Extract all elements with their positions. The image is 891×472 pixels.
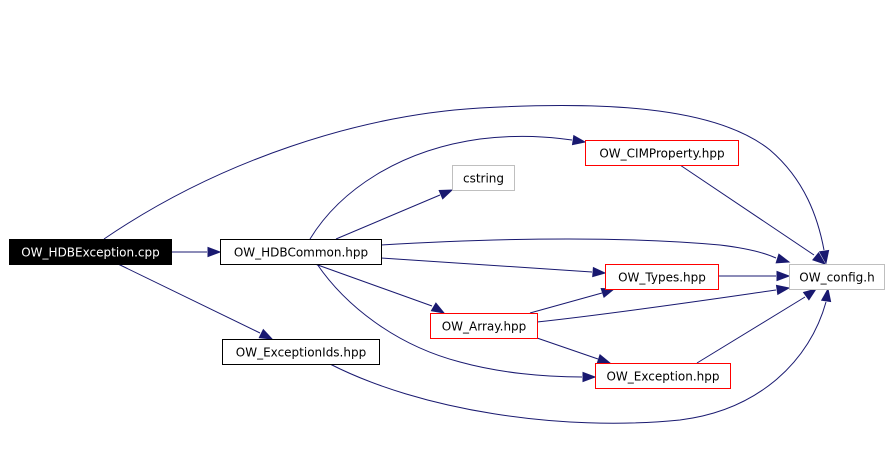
edge-exception-hpp-to-config-h <box>696 288 818 364</box>
node-label: OW_Types.hpp <box>618 271 706 285</box>
edge-exceptionids-hpp-to-config-h <box>329 287 832 424</box>
node-box <box>585 140 739 166</box>
node-label: OW_ExceptionIds.hpp <box>236 346 366 360</box>
node-label: OW_config.h <box>799 271 874 285</box>
node-types-hpp[interactable]: OW_Types.hpp <box>605 264 719 290</box>
edge-hdbcommon-hpp-to-array-hpp <box>314 263 446 314</box>
edge-line <box>314 263 433 307</box>
arrowhead-icon <box>776 270 791 282</box>
edge-hdbcommon-hpp-to-types-hpp <box>380 257 607 278</box>
edge-line <box>309 135 573 240</box>
edge-hdbexception-cpp-to-hdbcommon-hpp <box>171 246 222 258</box>
edge-hdbcommon-hpp-to-exception-hpp <box>316 263 597 383</box>
arrowhead-icon <box>430 302 446 314</box>
edge-line <box>316 263 583 378</box>
node-label: OW_CIMProperty.hpp <box>599 147 724 161</box>
edge-array-hpp-to-exception-hpp <box>536 337 612 365</box>
arrowhead-icon <box>592 266 607 278</box>
node-box <box>595 363 731 389</box>
edge-hdbcommon-hpp-to-cstring <box>335 189 454 240</box>
arrowhead-icon <box>571 134 587 146</box>
arrowhead-icon <box>258 328 274 340</box>
edge-line <box>329 301 827 424</box>
node-exceptionids-hpp[interactable]: OW_ExceptionIds.hpp <box>222 339 380 365</box>
node-config-h[interactable]: OW_config.h <box>789 264 885 290</box>
arrowhead-icon <box>820 287 832 303</box>
node-array-hpp[interactable]: OW_Array.hpp <box>430 313 538 339</box>
node-hdbcommon-hpp[interactable]: OW_HDBCommon.hpp <box>220 239 382 265</box>
edge-line <box>335 194 441 240</box>
node-box <box>220 239 382 265</box>
edge-line <box>529 292 603 314</box>
edge-cimproperty-hpp-to-config-h <box>679 164 827 265</box>
edge-line <box>536 337 599 360</box>
node-cstring[interactable]: cstring <box>452 165 515 191</box>
edge-line <box>380 257 593 273</box>
node-label: cstring <box>463 172 504 186</box>
edge-line <box>696 296 806 364</box>
arrowhead-icon <box>438 189 454 200</box>
arrowhead-icon <box>775 253 791 264</box>
node-label: OW_Exception.hpp <box>606 370 719 384</box>
arrowhead-icon <box>802 288 818 301</box>
nodes-layer: OW_HDBException.cpp OW_HDBCommon.hppOW_Ex… <box>9 140 885 389</box>
node-box <box>789 264 885 290</box>
edge-hdbexception-cpp-to-config-h <box>103 104 830 265</box>
arrowhead-icon <box>812 252 827 265</box>
edge-hdbcommon-hpp-to-cimproperty-hpp <box>309 134 587 240</box>
node-cimproperty-hpp[interactable]: OW_CIMProperty.hpp <box>585 140 739 166</box>
edge-array-hpp-to-types-hpp <box>529 287 616 314</box>
node-exception-hpp[interactable]: OW_Exception.hpp <box>595 363 731 389</box>
arrowhead-icon <box>582 371 597 383</box>
edge-array-hpp-to-config-h <box>536 284 791 323</box>
edge-line <box>679 164 815 256</box>
edge-types-hpp-to-config-h <box>718 270 791 282</box>
node-box <box>605 264 719 290</box>
node-label: OW_HDBException.cpp <box>21 246 160 260</box>
edges-layer <box>103 104 832 424</box>
node-label: OW_HDBCommon.hpp <box>234 246 368 260</box>
edge-line <box>380 238 777 259</box>
edge-line <box>536 289 777 323</box>
arrowhead-icon <box>818 249 830 265</box>
edge-hdbcommon-hpp-to-config-h <box>380 238 791 264</box>
arrowhead-icon <box>596 354 612 365</box>
node-box <box>452 165 515 191</box>
edge-line <box>117 263 261 334</box>
edge-line <box>103 104 825 251</box>
node-box <box>9 239 172 265</box>
node-label: OW_Array.hpp <box>442 320 527 334</box>
node-box <box>222 339 380 365</box>
edge-hdbexception-cpp-to-exceptionids-hpp <box>117 263 274 340</box>
arrowhead-icon <box>775 284 791 296</box>
node-box <box>430 313 538 339</box>
node-hdbexception-cpp[interactable]: OW_HDBException.cpp <box>9 239 172 265</box>
arrowhead-icon <box>207 246 222 258</box>
